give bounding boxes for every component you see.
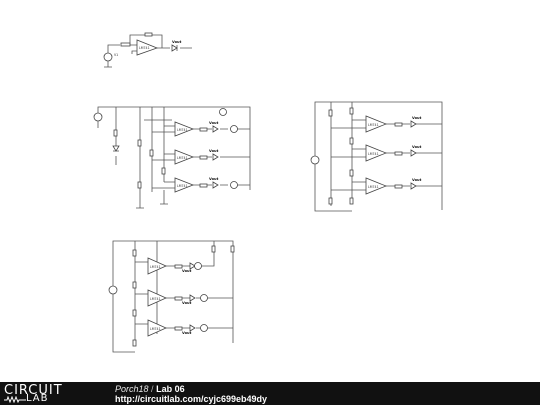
resistor[interactable]	[199, 127, 208, 132]
resistor[interactable]	[349, 197, 354, 205]
output-label: Vout	[209, 149, 219, 153]
resistor[interactable]	[132, 309, 137, 317]
opamp-label: LM741	[368, 152, 379, 156]
output-label: Vout	[182, 269, 192, 273]
circuit-1[interactable]: V1 LM741 Vout	[103, 32, 192, 68]
output-label: Vout	[209, 121, 219, 125]
circuit-2[interactable]: LM741 LM741 LM741 Vout Vout Vout	[93, 106, 251, 209]
opamp-label: LM741	[150, 327, 161, 331]
opamp-label: LM741	[368, 123, 379, 127]
resistor[interactable]	[132, 249, 137, 257]
output-label: Vout	[412, 178, 422, 182]
diode[interactable]	[212, 181, 219, 189]
circuit-3[interactable]: LM741 LM741 LM741 Vout Vout Vout	[310, 101, 443, 212]
opamp-label: LM741	[177, 128, 188, 132]
opamp[interactable]	[147, 257, 167, 275]
opamp[interactable]	[147, 289, 167, 307]
opamp[interactable]	[136, 39, 159, 56]
resistor[interactable]	[394, 151, 403, 156]
circuitlab-logo[interactable]: CIRCUIT LAB	[4, 383, 94, 404]
resistor[interactable]	[211, 245, 216, 253]
resistor[interactable]	[120, 42, 131, 47]
resistor[interactable]	[174, 264, 183, 269]
opamp-label: LM741	[150, 297, 161, 301]
resistor[interactable]	[394, 184, 403, 189]
opamp[interactable]	[365, 177, 388, 195]
resistor[interactable]	[132, 339, 137, 347]
lamp[interactable]	[219, 108, 227, 116]
resistor[interactable]	[230, 245, 235, 253]
logo-text-bottom: LAB	[26, 393, 49, 404]
logo-text-top: CIRCUIT	[4, 383, 63, 398]
voltage-source[interactable]	[108, 285, 118, 295]
resistor[interactable]	[149, 149, 154, 157]
schematic-canvas[interactable]: V1 LM741 Vout	[0, 0, 540, 382]
opamp[interactable]	[174, 121, 195, 137]
output-label: Vout	[209, 177, 219, 181]
voltage-source[interactable]	[103, 52, 113, 62]
opamp[interactable]	[365, 144, 388, 162]
resistor[interactable]	[137, 181, 142, 189]
resistor[interactable]	[349, 169, 354, 177]
opamp[interactable]	[147, 319, 167, 337]
breadcrumb-separator: /	[151, 384, 154, 394]
opamp-label: LM741	[177, 156, 188, 160]
lamp[interactable]	[230, 181, 238, 189]
lamp[interactable]	[200, 294, 208, 302]
output-label: Vout	[412, 116, 422, 120]
diode[interactable]	[171, 44, 178, 52]
opamp-label: LM741	[368, 185, 379, 189]
output-label: Vout	[182, 331, 192, 335]
circuit-4[interactable]: LM741 LM741 LM741 Vout Vout Vout	[108, 240, 235, 353]
output-label: Vout	[182, 301, 192, 305]
feedback-resistor[interactable]	[144, 32, 153, 37]
resistor[interactable]	[328, 109, 333, 117]
diode[interactable]	[212, 125, 219, 133]
resistor[interactable]	[161, 167, 166, 175]
diode[interactable]	[189, 262, 196, 270]
opamp[interactable]	[174, 177, 195, 193]
circuit-url[interactable]: http://circuitlab.com/cyjc699eb49dy	[115, 394, 268, 404]
resistor[interactable]	[174, 296, 183, 301]
resistor[interactable]	[132, 281, 137, 289]
resistor[interactable]	[394, 122, 403, 127]
diode[interactable]	[410, 149, 417, 157]
resistor[interactable]	[137, 139, 142, 147]
voltage-source[interactable]	[93, 112, 103, 122]
voltage-source[interactable]	[310, 155, 320, 165]
resistor[interactable]	[174, 326, 183, 331]
waveform-icon	[4, 396, 26, 403]
footer-bar: CIRCUIT LAB Porch18 / Lab 06 http://circ…	[0, 382, 540, 405]
diode[interactable]	[189, 324, 196, 332]
output-label: Vout	[172, 40, 182, 44]
resistor[interactable]	[199, 183, 208, 188]
diode[interactable]	[410, 120, 417, 128]
diode[interactable]	[410, 182, 417, 190]
lamp[interactable]	[230, 125, 238, 133]
opamp-label: LM741	[177, 184, 188, 188]
resistor[interactable]	[113, 129, 118, 137]
resistor[interactable]	[349, 107, 354, 115]
breadcrumb: Porch18 / Lab 06	[115, 384, 185, 394]
zener-diode[interactable]	[112, 145, 120, 152]
lamp[interactable]	[194, 262, 202, 270]
opamp-label: LM741	[150, 265, 161, 269]
output-label: Vout	[412, 145, 422, 149]
circuit-title: Lab 06	[156, 384, 185, 394]
diode[interactable]	[212, 153, 219, 161]
source-label: V1	[114, 53, 118, 57]
resistor[interactable]	[349, 137, 354, 145]
resistor[interactable]	[328, 197, 333, 205]
opamp-label: LM741	[139, 46, 150, 50]
opamp[interactable]	[365, 115, 388, 133]
owner-link[interactable]: Porch18	[115, 384, 149, 394]
diode[interactable]	[189, 294, 196, 302]
opamp[interactable]	[174, 149, 195, 165]
resistor[interactable]	[199, 155, 208, 160]
lamp[interactable]	[200, 324, 208, 332]
